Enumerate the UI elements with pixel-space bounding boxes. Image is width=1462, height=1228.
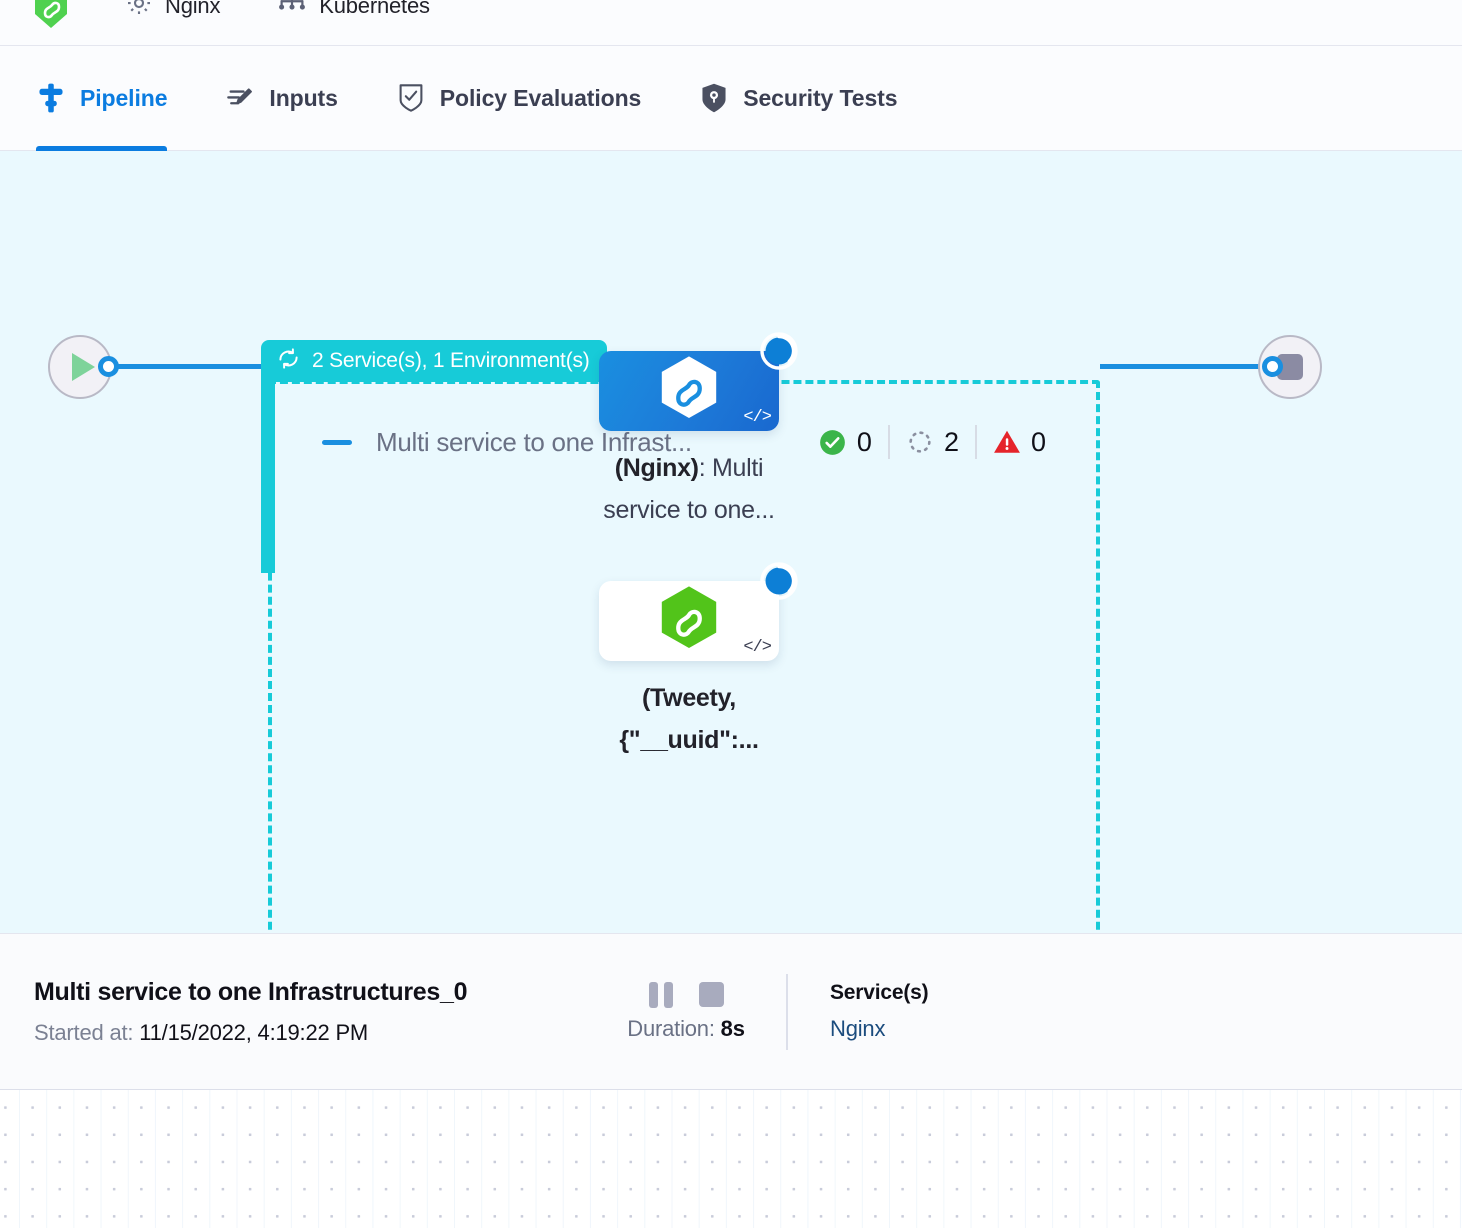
execution-run-title: Multi service to one Infrastructures_0	[34, 977, 468, 1006]
edge-group-to-end	[1100, 364, 1272, 369]
execution-duration-value: 8s	[720, 1015, 745, 1041]
collapse-dash-icon[interactable]	[322, 439, 352, 445]
pipeline-canvas[interactable]: 2 Service(s), 1 Environment(s) Multi ser…	[0, 151, 1462, 933]
counter-success: 0	[803, 425, 888, 459]
loop-icon	[276, 346, 301, 377]
node-nginx-label-rest: : Multi service to one...	[603, 454, 775, 524]
node-nginx-label: (Nginx): Multi service to one...	[573, 447, 805, 531]
breadcrumb-item-nginx[interactable]: Nginx	[124, 0, 220, 23]
edit-pencil-icon	[225, 83, 255, 113]
node-tweety-label-rest: {"__uuid":...	[619, 726, 759, 754]
tab-policy-evaluations[interactable]: Policy Evaluations	[396, 46, 641, 151]
harness-hexagon-logo-icon	[34, 0, 68, 33]
node-nginx[interactable]: </> (Nginx): Multi service to one...	[599, 332, 805, 531]
stop-icon[interactable]	[698, 982, 724, 1007]
shield-check-icon	[396, 83, 426, 113]
tab-pipeline[interactable]: Pipeline	[36, 46, 168, 151]
counter-running: 2	[887, 425, 975, 459]
node-nginx-card[interactable]: </>	[599, 332, 798, 431]
info-services-label: Service(s)	[830, 981, 929, 1004]
tab-label-policy-evaluations: Policy Evaluations	[439, 84, 642, 111]
info-services-value[interactable]: Nginx	[830, 1016, 886, 1041]
tab-inputs[interactable]: Inputs	[225, 46, 338, 151]
node-tweety-code-icon[interactable]: </>	[743, 638, 772, 657]
info-divider	[786, 973, 788, 1050]
breadcrumb-label-kubernetes: Kubernetes	[319, 0, 430, 18]
breadcrumb-item-kubernetes[interactable]: Kubernetes	[276, 0, 430, 23]
dotted-circle-icon	[906, 428, 934, 456]
gear-icon	[124, 0, 154, 23]
harness-hexagon-white-icon	[658, 355, 720, 428]
node-tweety-card[interactable]: </>	[599, 562, 798, 661]
infrastructure-icon	[276, 0, 308, 23]
warning-triangle-icon	[993, 428, 1021, 456]
tab-label-inputs: Inputs	[269, 84, 338, 111]
node-nginx-running-spinner-icon	[760, 332, 798, 370]
tab-security-tests[interactable]: Security Tests	[699, 46, 897, 151]
execution-controls: Duration: 8s	[586, 981, 786, 1042]
breadcrumb-label-nginx: Nginx	[165, 0, 221, 18]
execution-control-buttons	[648, 981, 724, 1008]
play-icon	[71, 353, 95, 381]
pause-icon[interactable]	[648, 981, 673, 1008]
counter-running-value: 2	[943, 426, 959, 457]
tab-bar: Pipeline Inputs Policy Evaluations	[0, 46, 1462, 151]
node-nginx-label-bold: (Nginx)	[614, 454, 699, 482]
end-node-port[interactable]	[1262, 356, 1283, 377]
stage-group-badge-label: 2 Service(s), 1 Environment(s)	[312, 349, 590, 372]
start-node-port[interactable]	[98, 356, 119, 377]
group-left-spine	[261, 376, 275, 573]
execution-duration: Duration: 8s	[627, 1015, 745, 1042]
pipeline-icon	[36, 83, 66, 113]
check-circle-icon	[819, 428, 847, 456]
counter-failed: 0	[974, 425, 1062, 459]
execution-started-row: Started at: 11/15/2022, 4:19:22 PM	[34, 1020, 586, 1046]
harness-hexagon-green-icon	[658, 585, 720, 658]
stage-status-counters: 0 2	[803, 425, 1062, 459]
execution-started-value: 11/15/2022, 4:19:22 PM	[139, 1019, 369, 1045]
tab-label-pipeline: Pipeline	[80, 84, 168, 111]
edge-start-to-group	[108, 364, 268, 369]
breadcrumb-item-logo[interactable]	[34, 0, 68, 33]
counter-failed-value: 0	[1030, 426, 1046, 457]
execution-started-label: Started at:	[34, 1019, 134, 1045]
shield-security-icon	[699, 83, 729, 113]
node-tweety[interactable]: </> (Tweety, {"__uuid":...	[599, 562, 805, 761]
breadcrumb: Nginx Kubernetes	[0, 0, 1462, 46]
stage-group-badge[interactable]: 2 Service(s), 1 Environment(s)	[261, 340, 607, 382]
grid-canvas-area[interactable]	[0, 1090, 1462, 1228]
execution-info-panel: Multi service to one Infrastructures_0 S…	[0, 933, 1462, 1090]
node-nginx-code-icon[interactable]: </>	[743, 408, 772, 427]
node-tweety-running-spinner-icon	[760, 562, 798, 600]
tab-label-security-tests: Security Tests	[743, 84, 898, 111]
execution-summary: Multi service to one Infrastructures_0 S…	[0, 978, 586, 1046]
stage-group-header: Multi service to one Infrast... 0	[322, 419, 1062, 465]
execution-duration-label: Duration:	[627, 1015, 715, 1041]
info-services: Service(s) Nginx	[788, 981, 929, 1042]
counter-success-value: 0	[856, 426, 872, 457]
node-tweety-label: (Tweety, {"__uuid":...	[573, 677, 805, 761]
node-tweety-label-bold: (Tweety,	[642, 684, 736, 712]
